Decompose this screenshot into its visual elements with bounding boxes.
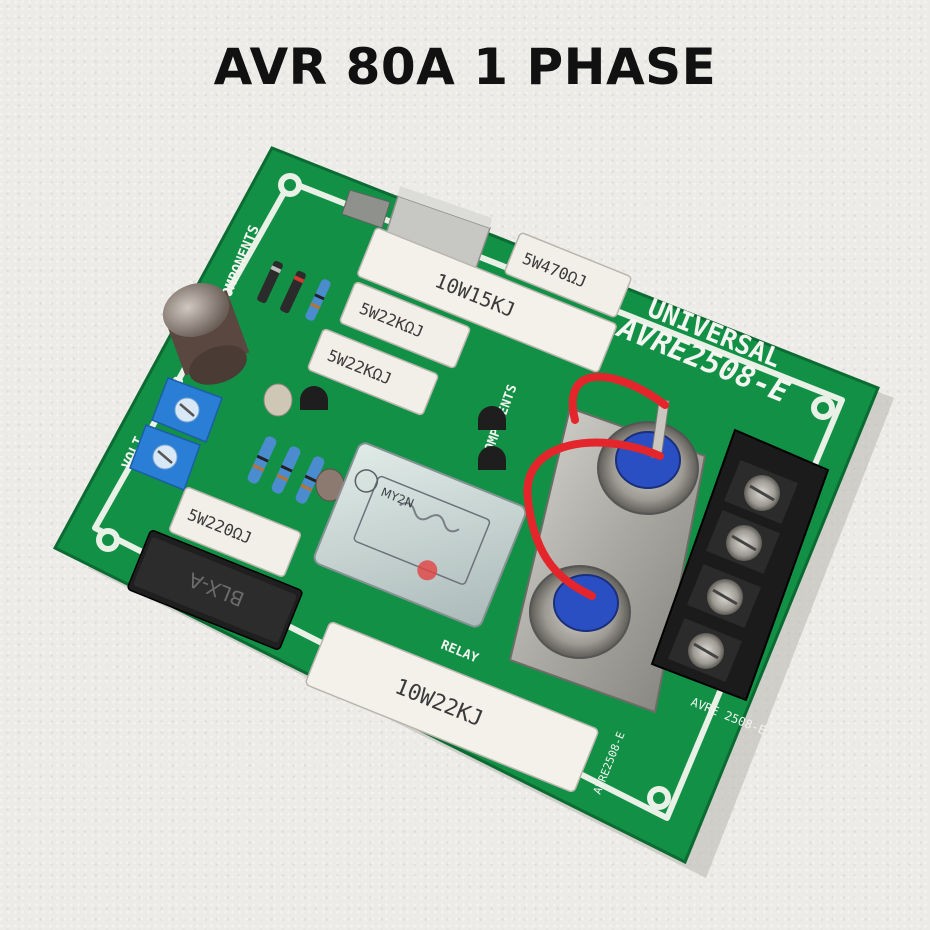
small-resistors-left: [247, 436, 325, 504]
mounting-holes: [96, 173, 835, 810]
terminal-block: [650, 428, 830, 702]
relay: MY2N: [313, 442, 527, 628]
terminal-screw-1: [724, 459, 798, 525]
transistor-q1: [300, 386, 328, 410]
film-capacitor-c2: [341, 189, 391, 229]
diode-row: [257, 260, 331, 321]
trimmer-volt[interactable]: [129, 424, 201, 491]
transistor-q2: [478, 406, 506, 430]
resistor-5w470: 5W470ΩJ: [504, 232, 632, 318]
stud-bottom: [529, 565, 631, 659]
resistor-10w22k: 10W22KJ: [305, 621, 599, 793]
electrolytic-capacitor: [162, 282, 250, 385]
resistor-5w22k-a: 5W22KΩJ: [339, 281, 471, 369]
terminal-screw-4: [668, 617, 742, 683]
red-wires: [523, 372, 669, 600]
terminal-screw-3: [687, 563, 761, 629]
resistor-5w22k-b: 5W22KΩJ: [307, 328, 439, 416]
transistor-q3: [478, 446, 506, 470]
small-capacitor-c4: [263, 383, 293, 417]
resistor-5w220: 5W220ΩJ: [168, 486, 302, 578]
terminal-screw-2: [706, 509, 780, 575]
product-title: AVR 80A 1 PHASE: [213, 38, 717, 96]
trimmer-stab[interactable]: [151, 377, 223, 443]
fuse-holder: BLX-A: [127, 530, 303, 650]
